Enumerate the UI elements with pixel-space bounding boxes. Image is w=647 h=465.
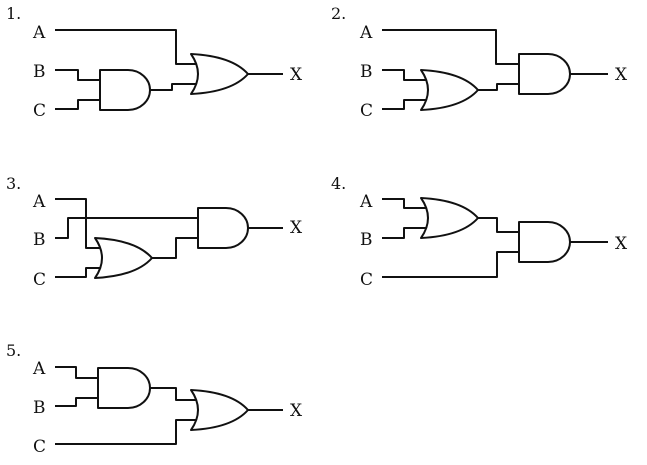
circuit-2-output-label: X [615,65,628,85]
circuit-1-output-label: X [290,65,303,85]
circuit-5-input-a-label: A [32,359,46,379]
circuit-4-or-gate [420,197,479,239]
circuit-2-input-b-label: B [360,62,373,82]
circuit-5-output-label: X [290,401,303,421]
circuit-5-input-b-label: B [33,398,46,418]
circuit-1-input-a-label: A [32,23,46,43]
circuit-2: 2. A B C X [331,4,628,121]
circuit-2-wires [382,29,608,110]
circuit-4-and-gate [518,221,571,263]
circuit-4-wires [382,198,608,278]
circuit-2-number: 2. [331,4,346,23]
circuit-2-and-gate [518,53,571,95]
circuit-3-input-a-label: A [32,192,46,212]
circuit-3-or-gate [94,237,153,279]
circuit-3-input-c-label: C [33,270,46,290]
circuit-5-or-gate [190,389,249,431]
circuit-4-number: 4. [331,174,346,193]
circuit-5-input-c-label: C [33,437,46,457]
circuit-3-number: 3. [6,174,21,193]
circuit-5-number: 5. [6,341,21,360]
circuit-3-and-gate [197,207,249,249]
circuit-2-input-c-label: C [360,101,373,121]
circuit-3-wires [55,198,283,278]
circuit-4-input-a-label: A [359,192,373,212]
circuit-1-input-b-label: B [33,62,46,82]
circuit-2-input-a-label: A [359,23,373,43]
circuit-4: 4. A B C X [331,174,628,290]
circuit-5: 5. A B C X [6,341,303,457]
circuit-5-wires [55,366,283,445]
circuit-3-output-label: X [290,218,303,238]
circuit-1-and-gate [99,69,151,111]
circuit-1-number: 1. [6,4,21,23]
circuit-3: 3. A B C X [6,174,303,290]
circuit-3-input-b-label: B [33,230,46,250]
circuit-2-or-gate [420,69,479,111]
circuit-5-and-gate [97,367,151,409]
circuit-4-input-c-label: C [360,270,373,290]
circuit-4-input-b-label: B [360,230,373,250]
circuit-4-output-label: X [615,234,628,254]
circuit-1-or-gate [190,53,249,95]
circuit-1-input-c-label: C [33,101,46,121]
circuit-1: 1. A B C X [6,4,303,121]
circuit-1-wires [55,29,283,110]
